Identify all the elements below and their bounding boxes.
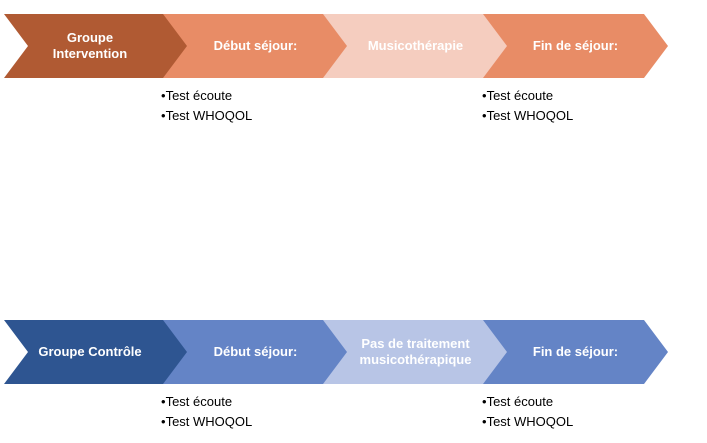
control-group-chevron: Groupe Contrôle [4,320,188,384]
control-flow: Groupe Contrôle Début séjour: Pas de tra… [0,320,707,384]
intervention-end-chevron: Fin de séjour: [483,14,668,78]
control-start-tests: Test écoute Test WHOQOL [161,392,253,432]
list-item: Test écoute [482,86,573,106]
intervention-end-tests: Test écoute Test WHOQOL [482,86,574,126]
list-item: Test WHOQOL [161,106,253,126]
list-item: Test écoute [161,86,252,106]
control-end-tests: Test écoute Test WHOQOL [482,392,574,432]
intervention-start-tests: Test écoute Test WHOQOL [161,86,253,126]
list-item: Test WHOQOL [482,106,574,126]
intervention-treatment-chevron: Musicothérapie [323,14,508,78]
list-item: Test WHOQOL [482,412,574,432]
intervention-start-chevron: Début séjour: [163,14,348,78]
control-treatment-chevron: Pas de traitement musicothérapique [323,320,508,384]
control-end-chevron: Fin de séjour: [483,320,668,384]
list-item: Test écoute [161,392,252,412]
list-item: Test écoute [482,392,573,412]
list-item: Test WHOQOL [161,412,253,432]
intervention-group-chevron: Groupe Intervention [4,14,188,78]
intervention-flow: Groupe Intervention Début séjour: Musico… [0,14,707,78]
control-start-chevron: Début séjour: [163,320,348,384]
